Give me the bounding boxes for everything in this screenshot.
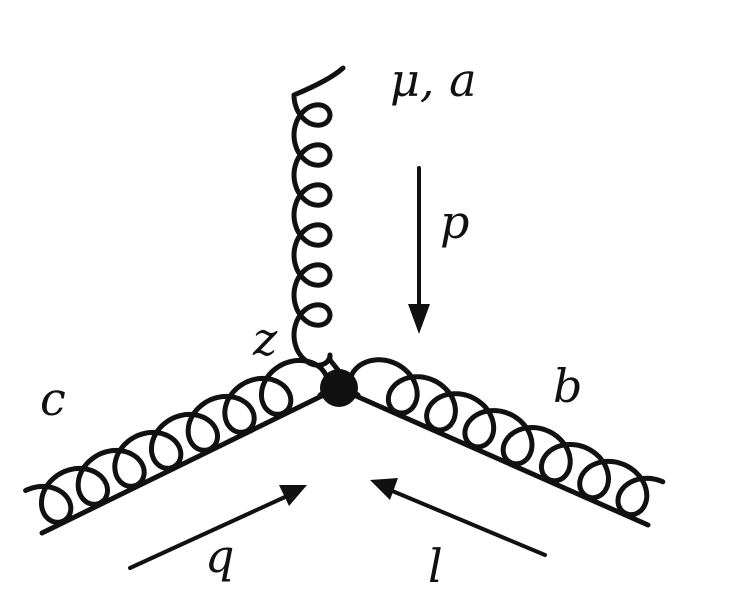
label-b: b — [553, 359, 582, 413]
gluon-line-top — [291, 65, 346, 373]
vertex-dot — [320, 369, 358, 407]
label-q: q — [205, 529, 234, 583]
gluon-line-right — [347, 357, 666, 518]
label-c: c — [40, 372, 66, 426]
momentum-arrow-q — [128, 485, 307, 570]
momentum-arrow-p — [408, 166, 430, 334]
label-z: z — [252, 312, 278, 366]
label-l: l — [428, 539, 443, 590]
gluon-axis-right — [335, 385, 651, 528]
label-mu-a: μ, a — [390, 53, 477, 107]
momentum-arrow-l — [370, 478, 547, 557]
label-p: p — [440, 195, 469, 249]
gluon-line-left — [23, 357, 330, 525]
